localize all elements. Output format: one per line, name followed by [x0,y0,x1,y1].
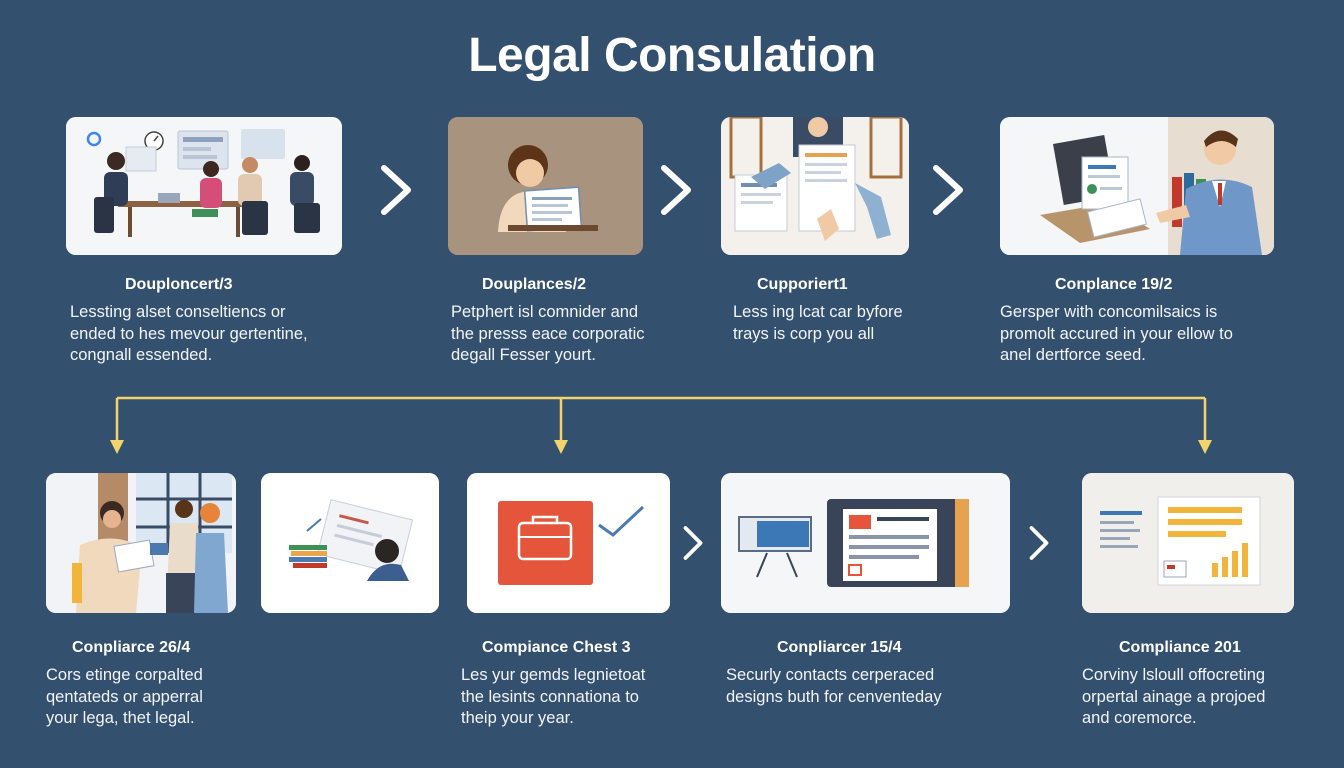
team-discussion-illustration [46,473,236,613]
description-line: and coremorce. [1082,709,1197,727]
step-card-report [1082,473,1294,613]
step-description: Lessting alset conseltiencs or ended to … [70,302,370,367]
step-card-reading [448,117,643,255]
description-line: Les yur gemds legnietoat [461,666,646,684]
step-label: Compliance 201 [1119,639,1241,656]
step-card-research [261,473,439,613]
description-line: your lega, thet legal. [46,709,195,727]
research-documents-illustration [261,473,439,613]
step-description: Les yur gemds legnietoat the lesints con… [461,665,691,730]
step-description: Gersper with concomilsaics is promolt ac… [1000,302,1310,367]
arrow-down-icon [1198,440,1212,454]
description-line: theip your year. [461,709,574,727]
meeting-illustration [66,117,342,255]
arrow-right-icon [928,162,968,218]
step-description: Less ing lcat car byfore trays is corp y… [733,302,973,345]
step-label: Conplance 19/2 [1055,276,1173,293]
description-line: orpertal ainage a projoed [1082,687,1266,706]
step-label: Conpliarce 26/4 [72,639,191,656]
files-handoff-illustration [1000,117,1274,255]
step-card-meeting [66,117,342,255]
description-line: promolt accured in your ellow to [1000,324,1233,343]
arrow-down-icon [110,440,124,454]
page-title: Legal Consulation [468,29,876,82]
description-line: the presss eace corporatic [451,324,645,343]
description-line: Less ing lcat car byfore [733,303,903,321]
description-line: the lesints connationa to [461,687,639,706]
step-label: Cupporiert1 [757,276,848,293]
description-line: Cors etinge corpalted [46,666,203,684]
description-line: trays is corp you all [733,324,875,343]
checkmark-icon [598,505,645,537]
description-line: congnall essended. [70,346,213,364]
arrow-down-icon [554,440,568,454]
arrow-right-icon [376,162,416,218]
step-label: Compiance Chest 3 [482,639,631,656]
arrow-right-icon [656,162,696,218]
description-line: degall Fesser yourt. [451,346,596,364]
step-description: Petphert isl comnider and the presss eac… [451,302,691,367]
description-line: Securly contacts cerperaced [726,666,935,684]
description-line: designs buth for cenventeday [726,687,942,706]
arrow-right-icon [1024,522,1054,564]
step-label: Conpliarcer 15/4 [777,639,902,656]
description-line: qentateds or apperral [46,687,203,706]
step-label: Douplances/2 [482,276,587,293]
step-card-team [46,473,236,613]
step-label: Douploncert/3 [125,276,233,293]
step-card-devices [721,473,1010,613]
description-line: Corviny lsloull offocreting [1082,666,1266,684]
step-card-briefcase [467,473,670,613]
step-card-document-review [721,117,909,255]
description-line: ended to hes mevour gertentine, [70,324,308,343]
briefcase-checkmark-illustration [467,473,670,613]
document-review-illustration [721,117,909,255]
devices-documents-illustration [721,473,1010,613]
description-line: Gersper with concomilsaics is [1000,303,1218,321]
description-line: anel dertforce seed. [1000,346,1146,364]
step-description: Securly contacts cerperaced designs buth… [726,665,996,708]
description-line: Petphert isl comnider and [451,303,639,321]
step-description: Cors etinge corpalted qentateds or apper… [46,665,266,730]
briefcase-icon [498,501,593,585]
step-card-files [1000,117,1274,255]
arrow-right-icon [678,522,708,564]
report-chart-illustration [1082,473,1294,613]
reading-document-illustration [448,117,643,255]
step-description: Corviny lsloull offocreting orpertal ain… [1082,665,1322,730]
description-line: Lessting alset conseltiencs or [70,303,286,321]
